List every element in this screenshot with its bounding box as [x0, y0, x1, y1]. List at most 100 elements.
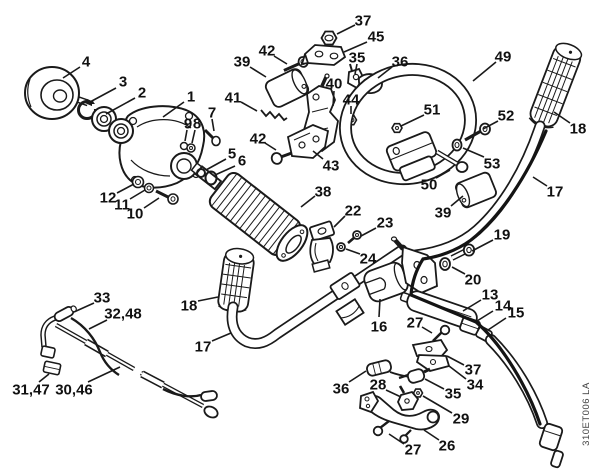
part-callout-16: 16 [371, 319, 388, 336]
part-callout-34: 34 [467, 377, 484, 394]
part-callout-42: 42 [250, 131, 267, 148]
part-4-clutch-drum [24, 66, 94, 120]
callout-leader-5 [205, 158, 227, 171]
part-callout-45: 45 [368, 29, 385, 46]
part-callout-31,47: 31,47 [12, 382, 50, 399]
callout-leader-39 [450, 195, 464, 207]
callout-leader-17 [211, 332, 232, 342]
part-callout-42: 42 [259, 43, 276, 60]
part-fasteners-7-8-9-10-11-12 [131, 128, 221, 205]
part-callout-5: 5 [228, 146, 236, 163]
part-callout-39: 39 [234, 54, 251, 71]
part-24-washer [336, 242, 346, 252]
callout-leader-1 [162, 101, 185, 118]
part-28-lever [397, 385, 420, 411]
callout-leader-34 [448, 365, 467, 380]
callout-leader-35 [354, 63, 358, 75]
part-callout-4: 4 [82, 54, 91, 71]
part-27-screw [432, 324, 451, 342]
part-tube-clamp-bracket [329, 272, 365, 326]
part-callout-10: 10 [127, 206, 144, 223]
part-35-pivot [398, 367, 431, 384]
callout-leader-45 [343, 41, 368, 53]
part-callout-26: 26 [439, 438, 456, 455]
part-callout-17: 17 [547, 184, 564, 201]
callout-leader-41 [240, 101, 258, 112]
callout-leader-50 [435, 169, 451, 179]
part-callout-36: 36 [333, 381, 350, 398]
part-callout-12: 12 [100, 190, 117, 207]
part-callout-20: 20 [465, 272, 482, 289]
callout-leader-32,48 [88, 319, 108, 330]
part-49-loop-handle [338, 62, 478, 186]
part-callout-40: 40 [326, 76, 343, 93]
callout-leader-42 [273, 55, 288, 65]
part-callout-23: 23 [377, 215, 394, 232]
part-callout-13: 13 [482, 287, 499, 304]
callout-leader-27 [388, 433, 405, 445]
callout-leader-42 [264, 142, 277, 151]
callout-leader-37 [446, 355, 465, 366]
part-callout-15: 15 [508, 305, 525, 322]
part-45-bracket [300, 44, 347, 66]
part-43-bracket [286, 124, 330, 159]
part-callout-30,46: 30,46 [55, 382, 93, 399]
part-throttle-cable-assembly [40, 305, 219, 419]
part-50-screw [435, 149, 469, 173]
part-callout-35: 35 [349, 50, 366, 67]
part-callout-18: 18 [570, 121, 587, 138]
callout-leader-31,47 [38, 373, 50, 383]
part-5-6-rings [196, 168, 218, 186]
part-callout-6: 6 [238, 153, 246, 170]
callout-leader-13 [462, 299, 482, 312]
callout-leader-6 [214, 165, 236, 176]
callout-leader-15 [487, 317, 507, 331]
part-callout-22: 22 [345, 203, 362, 220]
throttle-rod-30-46 [54, 322, 219, 419]
callout-leader-35 [424, 378, 445, 390]
part-callout-52: 52 [498, 108, 515, 125]
part-23-screw [347, 230, 362, 244]
callout-leader-4 [62, 66, 81, 79]
part-callout-43: 43 [323, 158, 340, 175]
part-callout-51: 51 [424, 102, 441, 119]
callout-leader-38 [300, 195, 316, 208]
callout-leader-20 [451, 266, 466, 275]
part-39-sleeve [455, 171, 497, 209]
part-callout-17: 17 [195, 339, 212, 356]
part-callout-29: 29 [453, 411, 470, 428]
part-callout-3: 3 [119, 74, 127, 91]
part-22-clamp [308, 220, 336, 273]
part-handle-clamp-block [385, 131, 438, 182]
callout-leader-49 [472, 61, 497, 82]
part-callout-32,48: 32,48 [104, 306, 142, 323]
callout-leader-52 [482, 120, 499, 130]
callout-leader-8 [191, 129, 196, 144]
callout-leader-9 [184, 129, 188, 142]
part-callout-19: 19 [494, 227, 511, 244]
part-callout-2: 2 [138, 85, 146, 102]
part-callout-9: 9 [184, 116, 192, 133]
callout-leader-23 [360, 227, 377, 237]
part-38-flex-shaft [190, 162, 309, 262]
part-callout-35: 35 [445, 386, 462, 403]
callout-leader-19 [471, 239, 494, 252]
callout-leader-33 [73, 302, 95, 313]
part-conduit-end-cap [538, 422, 564, 452]
callout-leader-37 [336, 24, 356, 35]
part-callout-41: 41 [225, 90, 242, 107]
part-wiring-harness [409, 129, 548, 426]
part-37-nut [320, 30, 338, 46]
callout-leader-12 [116, 183, 135, 194]
part-callout-44: 44 [343, 92, 360, 109]
callout-leader-11 [129, 189, 146, 200]
part-callout-39: 39 [435, 205, 452, 222]
callout-leader-7 [211, 118, 215, 132]
part-callout-28: 28 [370, 377, 387, 394]
part-41-spring-clip [260, 109, 288, 122]
callout-leader-16 [378, 298, 381, 318]
part-callout-1: 1 [187, 89, 195, 106]
part-callout-7: 7 [208, 105, 216, 122]
